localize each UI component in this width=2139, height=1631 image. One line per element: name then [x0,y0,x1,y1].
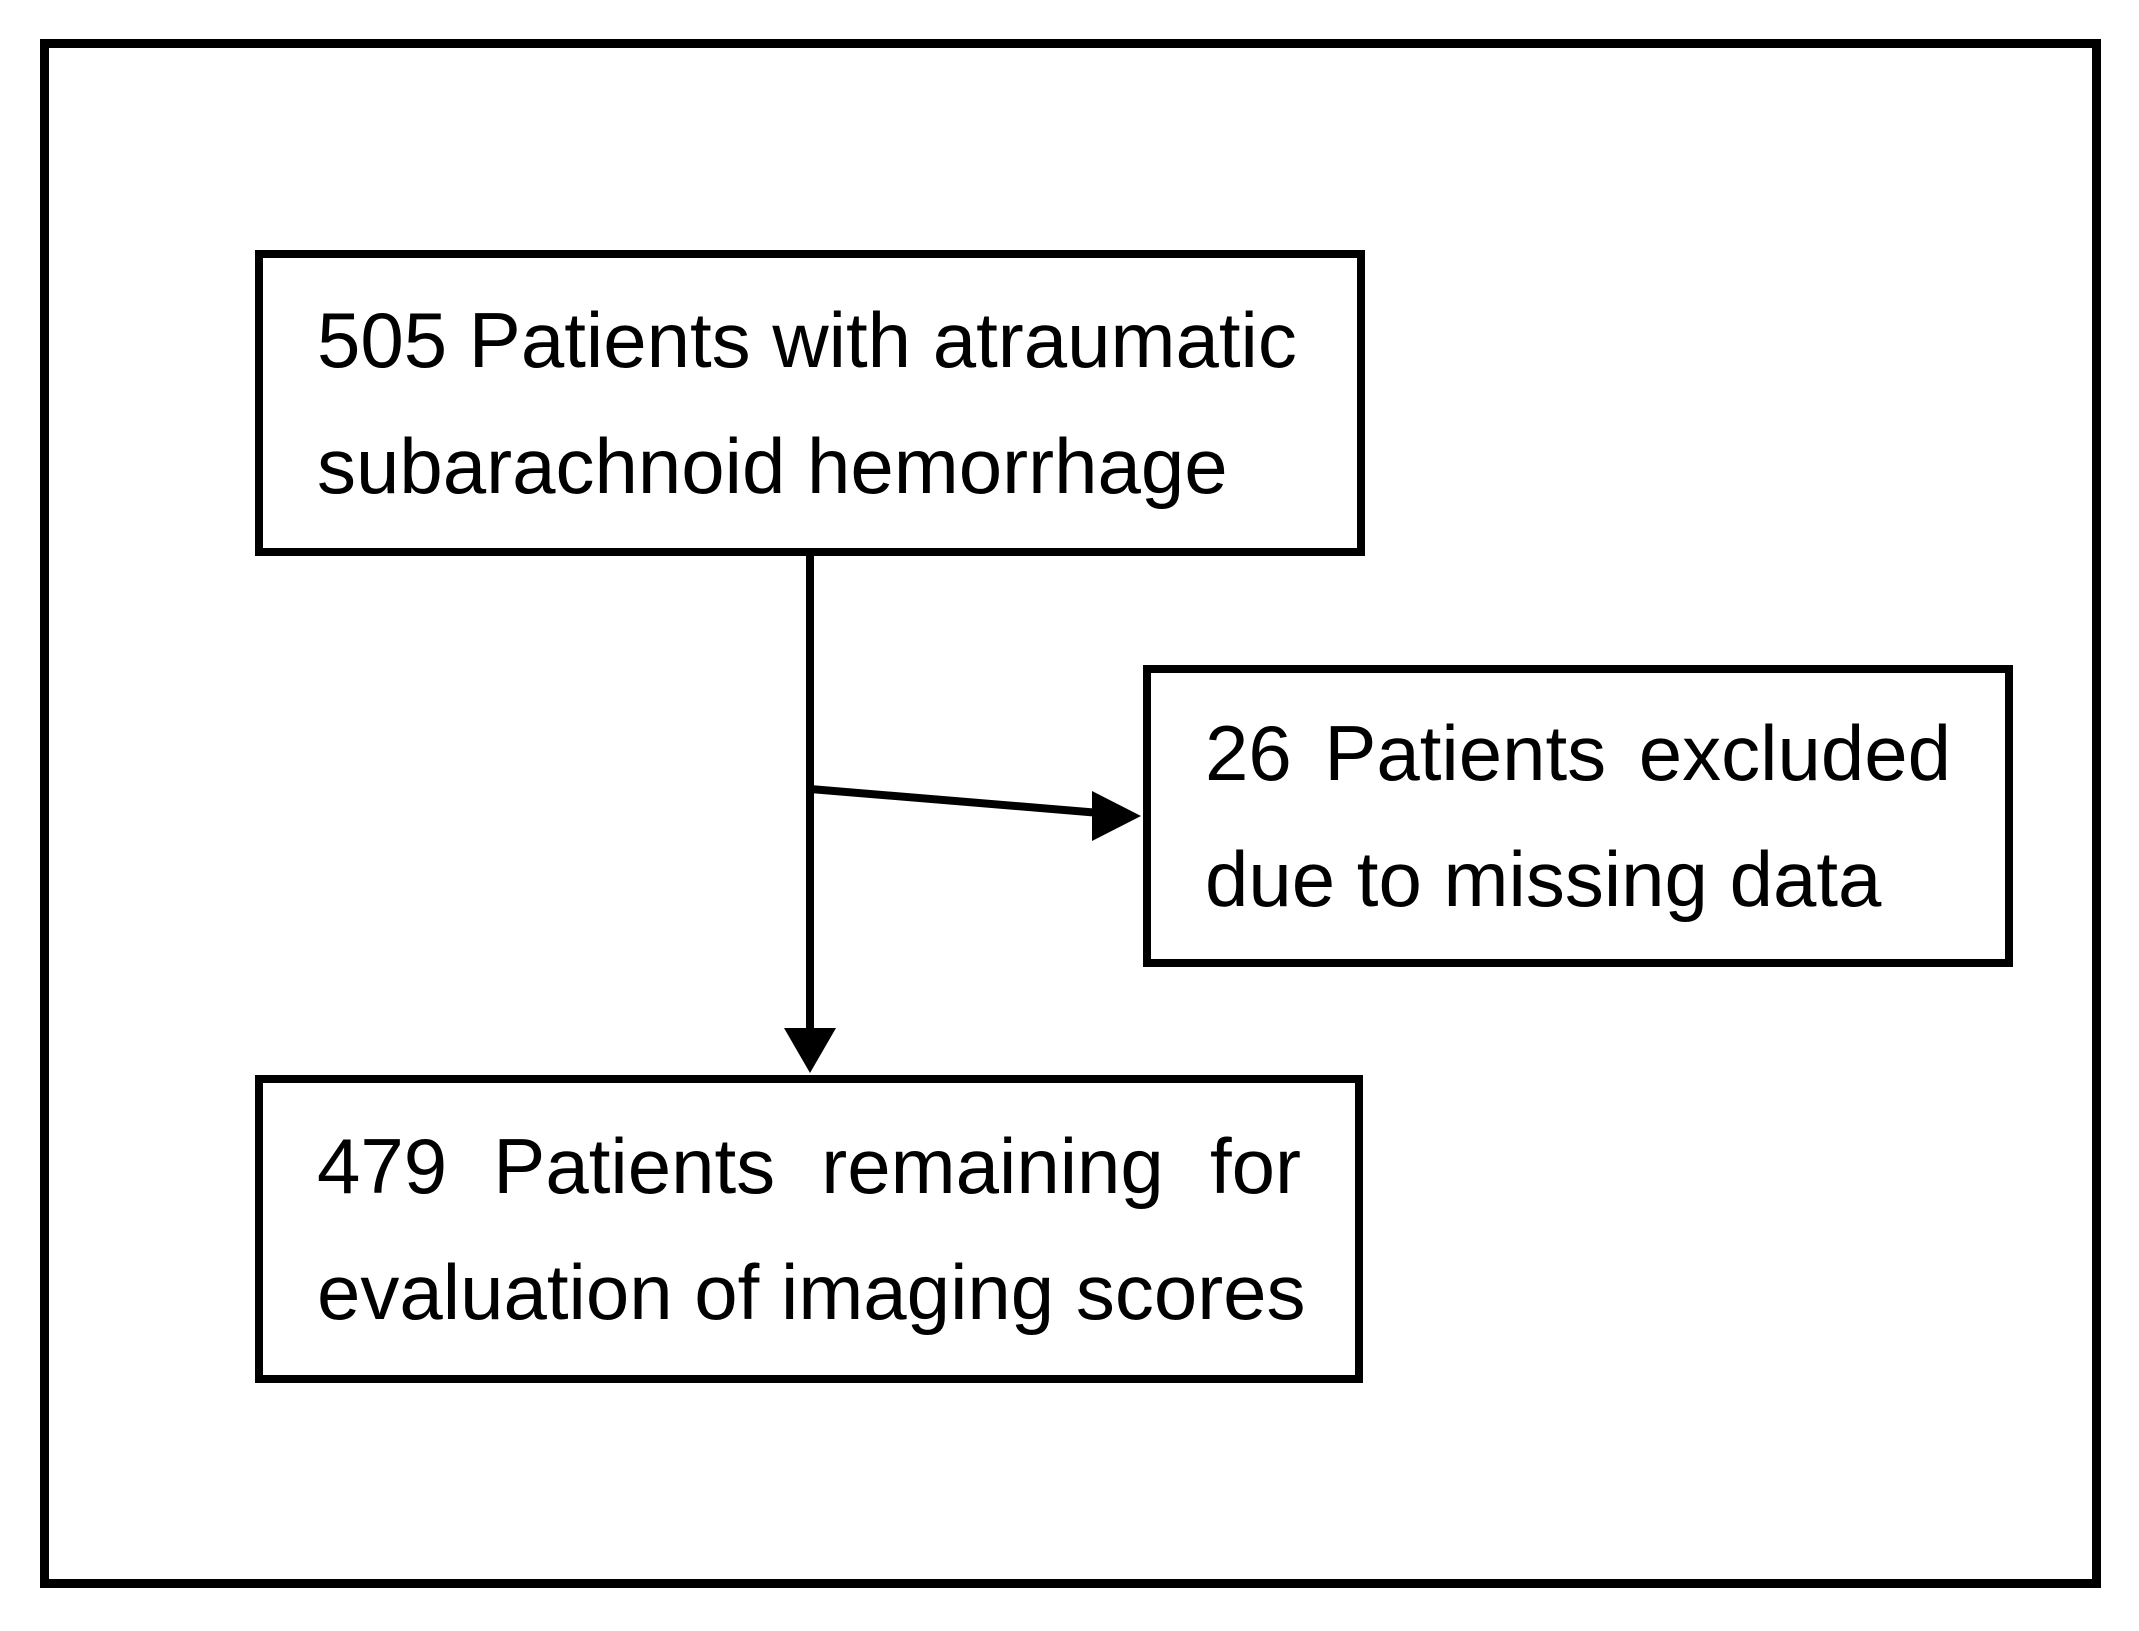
node-remaining-patients: 479 Patients remaining for evaluation of… [255,1075,1363,1383]
node-excluded-line1: 26 Patients excluded [1205,708,1951,797]
node-excluded-line2: due to missing data [1205,835,1882,923]
arrow-branch-shaft [809,785,1101,817]
node-initial-line1: 505 Patients with atraumatic [317,295,1297,384]
node-remaining-line1: 479 Patients remaining for [317,1121,1301,1210]
arrow-branch-head [1092,791,1141,841]
arrow-down-head [784,1028,836,1073]
outer-border [40,39,2101,1588]
node-initial-line2: subarachnoid hemorrhage [317,422,1228,510]
node-initial-patients: 505 Patients with atraumatic subarachnoi… [255,250,1365,556]
node-remaining-line2: evaluation of imaging scores [317,1248,1306,1336]
node-excluded-patients: 26 Patients excluded due to missing data [1143,665,2013,967]
